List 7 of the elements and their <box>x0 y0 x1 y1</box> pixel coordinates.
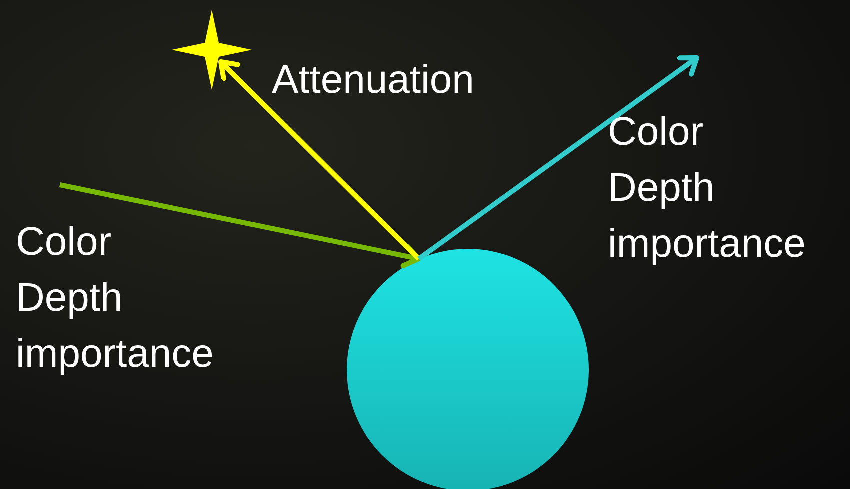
light-star <box>172 10 252 90</box>
edge-label: Color Depth importance <box>16 219 214 378</box>
arrow <box>418 56 700 262</box>
edge-label: Attenuation <box>272 57 474 104</box>
edge-label: Color Depth importance <box>608 109 806 268</box>
arrow <box>218 60 421 261</box>
arrow <box>60 182 422 268</box>
